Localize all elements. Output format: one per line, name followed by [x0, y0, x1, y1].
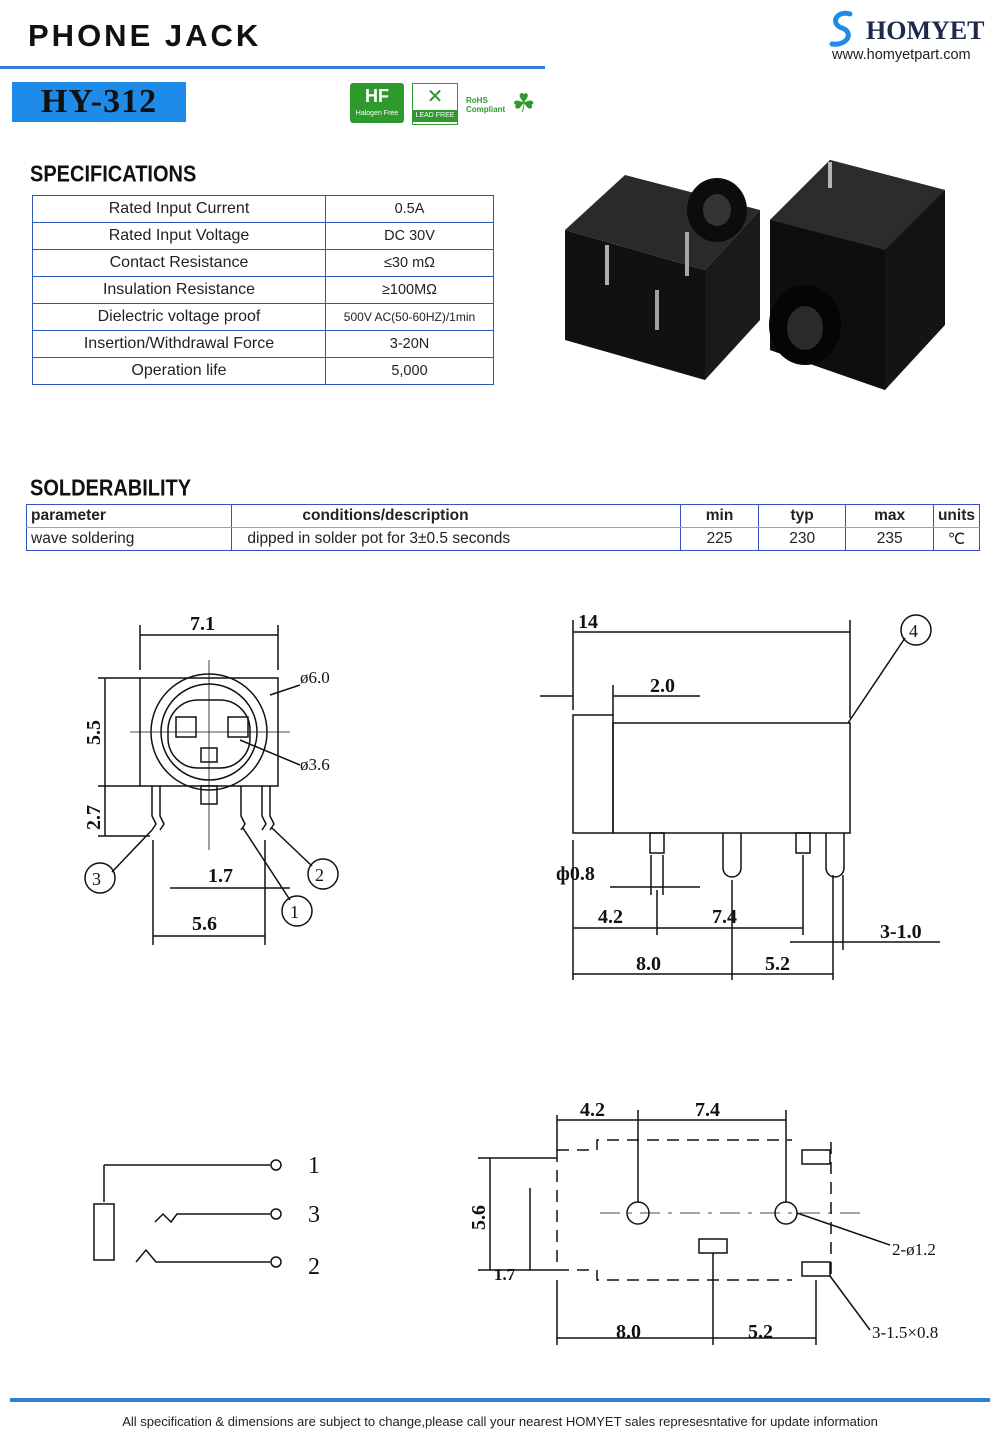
svg-text:8.0: 8.0 — [616, 1321, 641, 1343]
svg-text:3-1.5×0.8: 3-1.5×0.8 — [872, 1323, 938, 1342]
website-url: www.homyetpart.com — [832, 47, 971, 63]
svg-text:3: 3 — [92, 869, 101, 889]
solderability-heading: SOLDERABILITY — [30, 476, 192, 502]
rohs-badge: ☘ RoHS Compliant — [466, 88, 536, 118]
side-view-drawing — [540, 614, 940, 980]
svg-text:1.7: 1.7 — [208, 865, 233, 887]
svg-text:5.2: 5.2 — [748, 1321, 773, 1343]
svg-text:5.2: 5.2 — [765, 953, 790, 975]
svg-text:8.0: 8.0 — [636, 953, 661, 975]
svg-text:7.1: 7.1 — [190, 613, 215, 635]
svg-text:5.6: 5.6 — [468, 1205, 490, 1230]
table-row: Insulation Resistance≥100MΩ — [32, 276, 494, 304]
svg-text:4.2: 4.2 — [598, 906, 623, 928]
svg-text:4.2: 4.2 — [580, 1099, 605, 1121]
homyet-logo-icon — [822, 8, 862, 50]
brand-name: HOMYET — [866, 16, 985, 45]
svg-text:ø6.0: ø6.0 — [300, 668, 330, 687]
svg-text:14: 14 — [578, 611, 598, 633]
svg-text:2.0: 2.0 — [650, 675, 675, 697]
svg-text:5.5: 5.5 — [83, 720, 105, 745]
svg-text:7.4: 7.4 — [695, 1099, 720, 1121]
svg-text:5.6: 5.6 — [192, 913, 217, 935]
footer-divider — [10, 1398, 990, 1402]
svg-text:1: 1 — [290, 902, 299, 922]
svg-text:2: 2 — [315, 865, 324, 885]
table-header-row: parameter conditions/description min typ… — [25, 504, 981, 528]
lead-free-badge: ✕ LEAD FREE — [412, 83, 458, 125]
svg-text:ф0.8: ф0.8 — [556, 863, 595, 885]
schematic-drawing — [93, 1159, 282, 1268]
svg-text:4: 4 — [909, 621, 918, 641]
front-view-drawing — [84, 625, 339, 945]
svg-text:7.4: 7.4 — [712, 906, 737, 928]
table-row: Contact Resistance≤30 mΩ — [32, 249, 494, 277]
page-title: PHONE JACK — [28, 18, 262, 53]
footer-note: All specification & dimensions are subje… — [122, 1414, 878, 1429]
svg-text:ø3.6: ø3.6 — [300, 755, 330, 774]
technical-drawings: 7.1 ø6.0 ø3.6 5.5 2.7 3 2 1 1.7 5.6 14 2… — [83, 611, 940, 1345]
product-photo — [555, 150, 955, 410]
table-row: wave soldering dipped in solder pot for … — [25, 527, 981, 551]
clover-icon: ☘ — [512, 88, 536, 118]
svg-text:2: 2 — [308, 1254, 320, 1280]
svg-text:2-ø1.2: 2-ø1.2 — [892, 1240, 936, 1259]
model-number-badge: HY-312 — [12, 82, 186, 122]
svg-text:2.7: 2.7 — [83, 805, 105, 830]
specifications-heading: SPECIFICATIONS — [30, 162, 197, 188]
pcb-layout-drawing — [478, 1110, 891, 1345]
halogen-free-badge: HF Halogen Free — [350, 83, 404, 123]
svg-text:1.7: 1.7 — [494, 1265, 516, 1284]
svg-text:1: 1 — [308, 1153, 320, 1179]
solderability-table: parameter conditions/description min typ… — [25, 504, 981, 551]
svg-text:3-1.0: 3-1.0 — [880, 921, 922, 943]
header-divider — [0, 66, 545, 69]
svg-text:3: 3 — [308, 1202, 320, 1228]
